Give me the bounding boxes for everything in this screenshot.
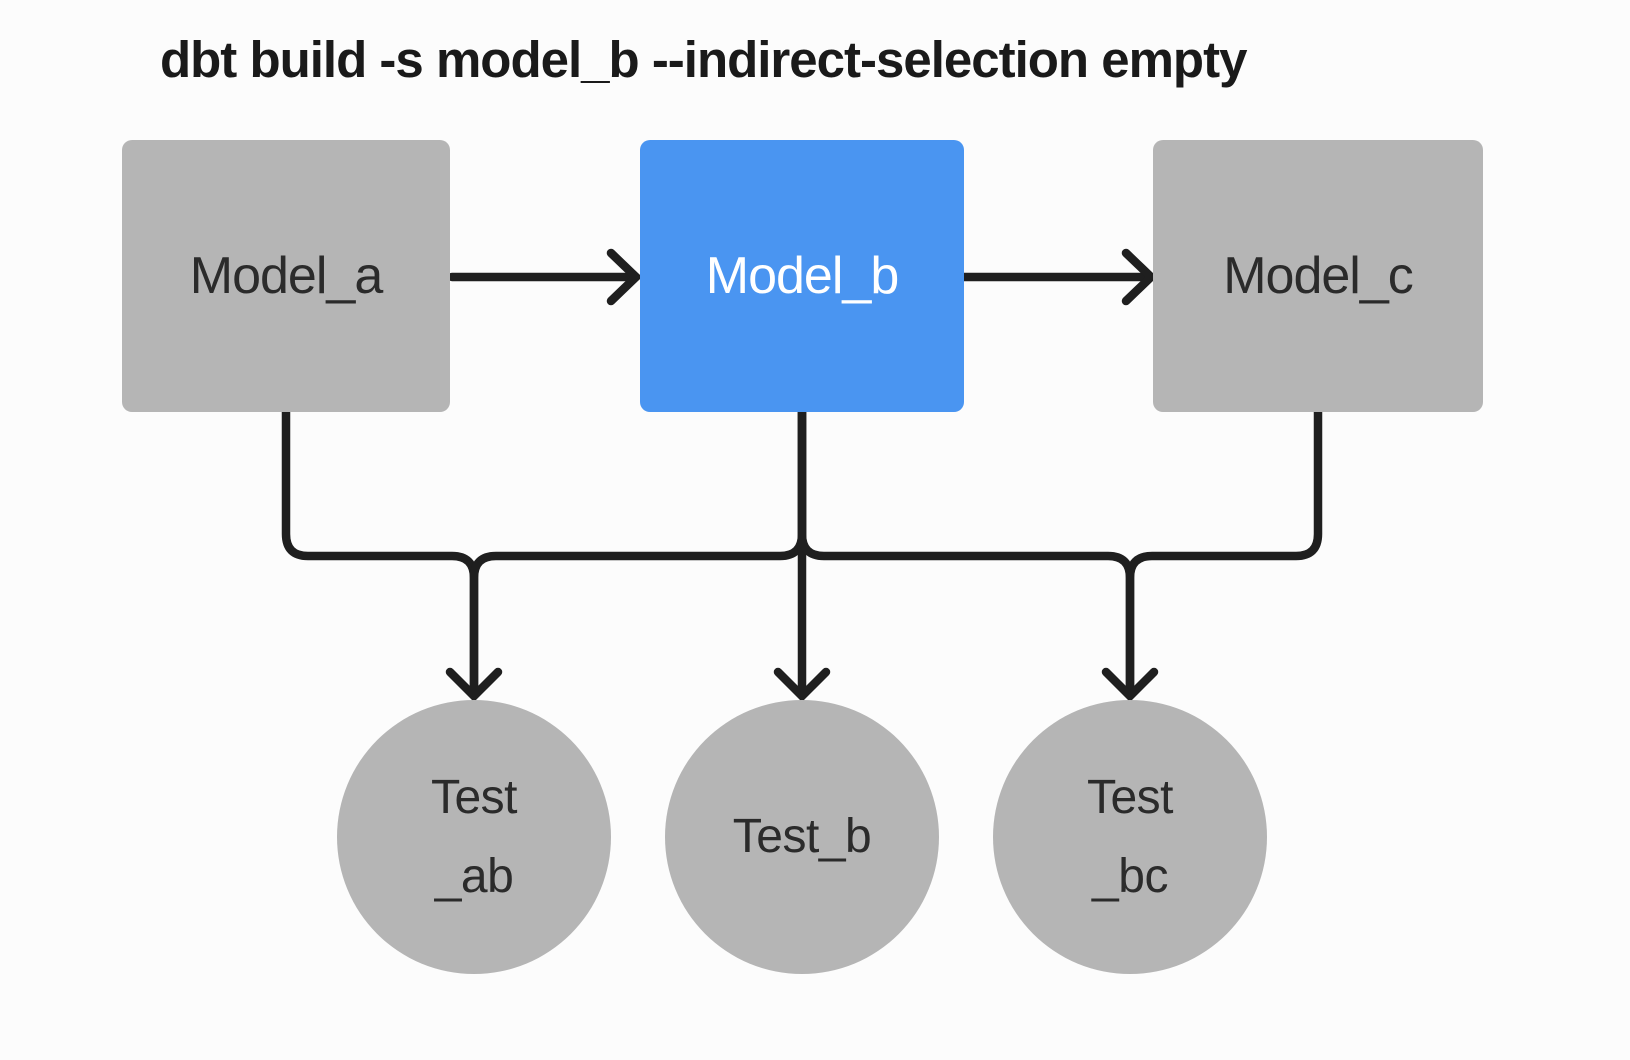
node-test-ab-label-line1: Test bbox=[430, 770, 518, 824]
arrowhead-down-test-b-icon bbox=[773, 667, 831, 703]
arrowhead-down-test-bc-icon bbox=[1101, 667, 1159, 703]
edge-model-b-to-test-ab bbox=[469, 401, 807, 699]
arrowhead-down-test-ab-icon bbox=[445, 667, 503, 703]
node-test-bc-label-line1: Test bbox=[1086, 770, 1174, 824]
node-model-a: Model_a bbox=[122, 140, 450, 412]
arrowhead-right-model-c-icon bbox=[1121, 248, 1158, 306]
node-test-b: Test_b bbox=[665, 700, 939, 974]
node-test-bc-label-line2: _bc bbox=[1092, 850, 1168, 903]
node-model-b-label: Model_b bbox=[705, 247, 899, 305]
edge-model-a-to-test-ab bbox=[281, 401, 479, 699]
edge-model-b-to-test-bc bbox=[797, 401, 1135, 699]
node-model-c-label: Model_c bbox=[1223, 247, 1414, 305]
node-test-b-label: Test_b bbox=[732, 810, 872, 864]
diagram-title: dbt build -s model_b --indirect-selectio… bbox=[160, 31, 1247, 88]
node-test-ab: Test _ab bbox=[337, 700, 611, 974]
node-test-bc: Test _bc bbox=[993, 700, 1267, 974]
node-model-a-label: Model_a bbox=[189, 247, 383, 305]
arrowhead-right-model-b-icon bbox=[606, 248, 643, 306]
edge-model-c-to-test-bc bbox=[1125, 401, 1323, 699]
node-model-b-selected: Model_b bbox=[640, 140, 964, 412]
node-model-c: Model_c bbox=[1153, 140, 1483, 412]
node-test-ab-label-line2: _ab bbox=[434, 850, 514, 903]
